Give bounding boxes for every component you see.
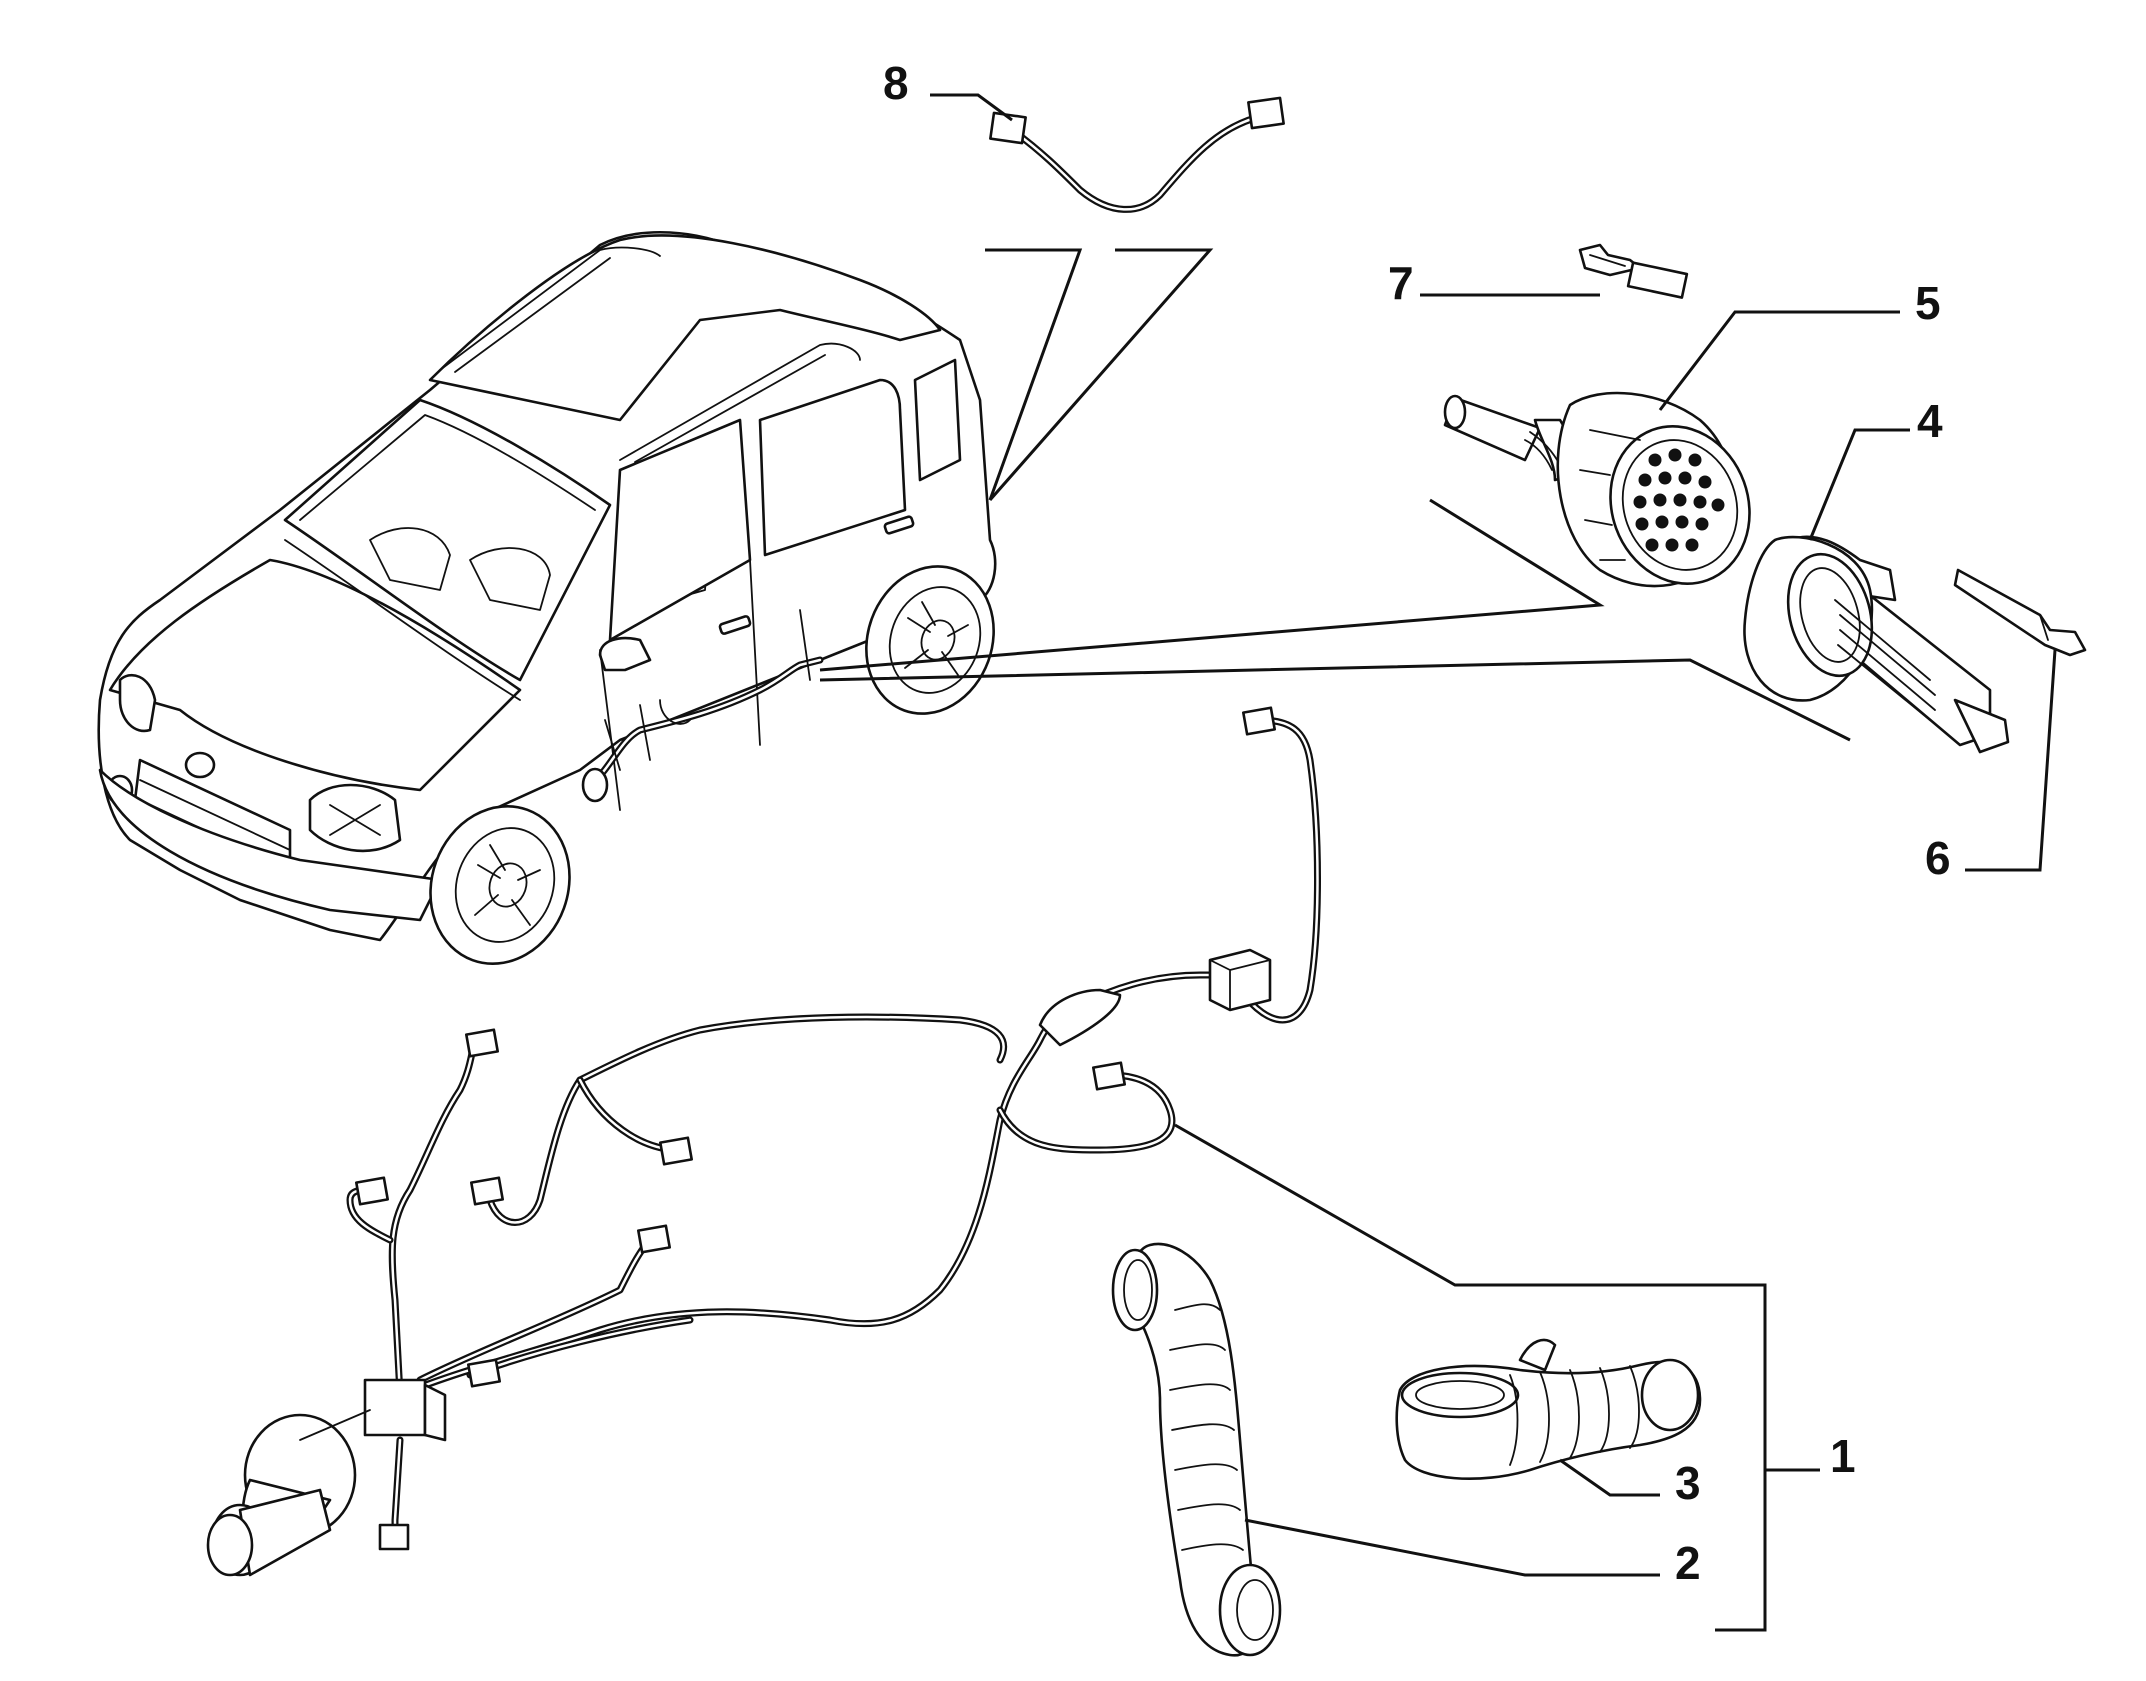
callout-5: 5 [1915, 277, 1941, 329]
callout-6: 6 [1925, 832, 1951, 884]
boot-part-3 [1395, 1338, 1702, 1480]
leader-lines [819, 93, 2057, 1632]
callout-8: 8 [883, 57, 909, 109]
harness-grommet [206, 1409, 371, 1577]
connector-socket-part-4 [1743, 535, 2010, 754]
grommet-part-2 [1111, 1242, 1282, 1657]
connector-plug-part-5 [1443, 391, 1751, 588]
callout-2: 2 [1675, 1537, 1701, 1589]
callout-7: 7 [1388, 257, 1414, 309]
jumper-cable-part-8 [989, 96, 1285, 213]
wiring-harness-part-1 [206, 706, 1321, 1577]
connector-pins [1633, 448, 1725, 552]
car-harness [581, 609, 824, 803]
pin-terminal-part-6 [1953, 568, 2087, 657]
callout-3: 3 [1675, 1457, 1701, 1509]
terminal-part-7 [1578, 243, 1689, 299]
front-wheel [429, 805, 571, 965]
car-drawing [97, 231, 997, 965]
callout-4: 4 [1917, 395, 1943, 447]
callout-1: 1 [1830, 1430, 1856, 1482]
